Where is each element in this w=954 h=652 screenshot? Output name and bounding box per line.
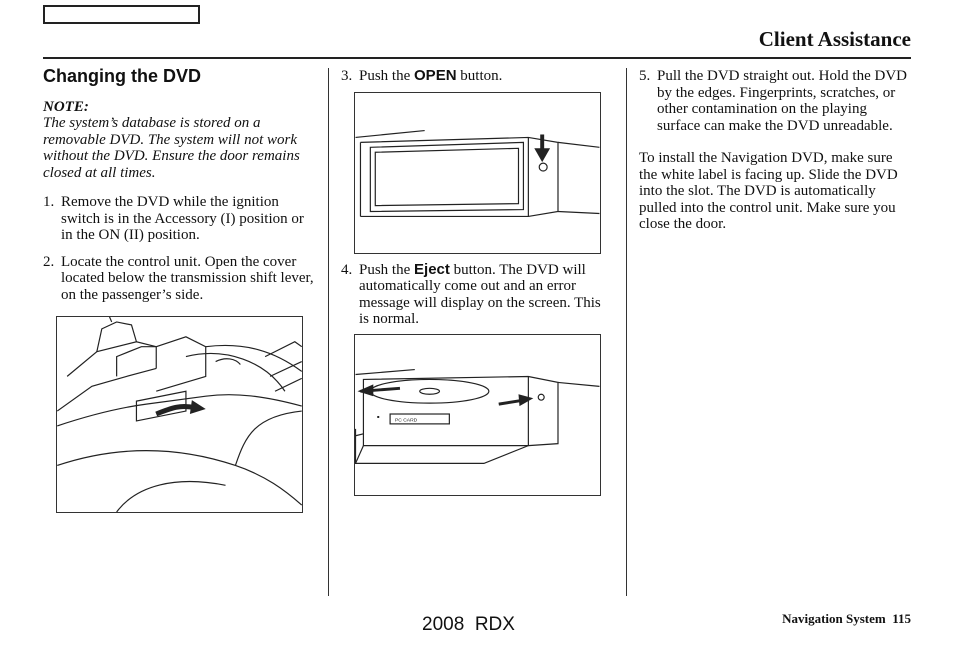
console-drawing [57,317,302,512]
page-footer: Navigation System 115 [782,611,911,627]
step-text: Push the OPEN button. [359,67,503,85]
step-number: 2. [43,253,55,270]
install-instructions: To install the Navigation DVD, make sure… [639,150,898,232]
section-title: Client Assistance [758,27,911,51]
control-unit-drawing [355,129,600,218]
step-3: 3. Push the OPEN button. [341,67,613,85]
step-text-post: button. The DVD will automatically come … [359,261,601,328]
column-divider-1 [328,68,329,596]
note-text: The system’s database is stored on a rem… [43,115,300,181]
column-1: Changing the DVD NOTE: The system’s data… [43,66,315,304]
open-button-illustration [354,92,601,254]
column-divider-2 [626,68,627,596]
step-number: 3. [341,68,353,84]
eject-button-label: Eject [414,260,450,278]
step-text: Locate the control unit. Open the cover … [61,253,314,303]
step-text-pre: Push the [359,68,415,84]
step-2: 2. Locate the control unit. Open the cov… [43,254,315,304]
column-3: 5. Pull the DVD straight out. Hold the D… [639,68,911,233]
header-tab-box [43,5,200,24]
step-text-pre: Push the [359,261,415,278]
model-label: 2008 RDX [422,614,515,635]
step-text: Remove the DVD while the ignition switch… [61,194,304,243]
step-number: 1. [43,194,55,210]
step-number: 5. [639,68,651,84]
column-2: 3. Push the OPEN button. 4. Push the Eje… [341,67,613,328]
open-button-label: OPEN [414,67,457,84]
console-cover-illustration [56,316,303,513]
dvd-eject-illustration: PC CARD [354,334,601,496]
step-text-post: button. [456,68,503,84]
step-1: 1. Remove the DVD while the ignition swi… [43,194,315,244]
page-number: 115 [892,611,911,626]
dvd-tray-drawing: PC CARD [355,368,600,464]
note-label: NOTE: [43,98,89,115]
pc-card-slot-label: PC CARD [395,417,418,423]
step-number: 4. [341,261,353,278]
step-4: 4. Push the Eject button. The DVD will a… [341,260,613,328]
step-text: Push the Eject button. The DVD will auto… [359,260,613,328]
step-text: Pull the DVD straight out. Hold the DVD … [657,68,907,134]
page-heading: Changing the DVD [43,66,201,86]
step-5: 5. Pull the DVD straight out. Hold the D… [639,68,911,134]
header-rule [43,57,911,59]
system-name: Navigation System [782,611,886,626]
